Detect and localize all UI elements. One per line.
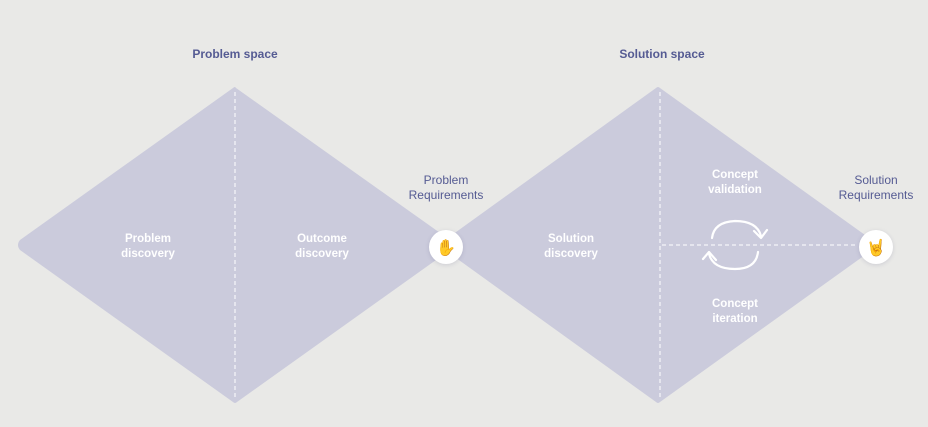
rock-on-hand-icon: 🤘	[859, 230, 893, 264]
problem-space-title: Problem space	[192, 47, 278, 61]
solution-requirements-label: Solution Requirements	[838, 173, 914, 202]
raised-hand-icon: ✋	[429, 230, 463, 264]
problem-discovery-label: Problem discovery	[121, 233, 175, 260]
solution-space-title: Solution space	[619, 47, 705, 61]
concept-iteration-label: Concept iteration	[712, 298, 758, 325]
solution-discovery-label: Solution discovery	[544, 233, 598, 260]
concept-validation-label: Concept validation	[708, 169, 762, 196]
outcome-discovery-label: Outcome discovery	[295, 233, 349, 260]
problem-space-diamond	[18, 87, 453, 403]
problem-requirements-label: Problem Requirements	[408, 173, 484, 202]
solution-space-diamond	[442, 87, 875, 403]
cycle-arrows-icon	[701, 219, 769, 271]
